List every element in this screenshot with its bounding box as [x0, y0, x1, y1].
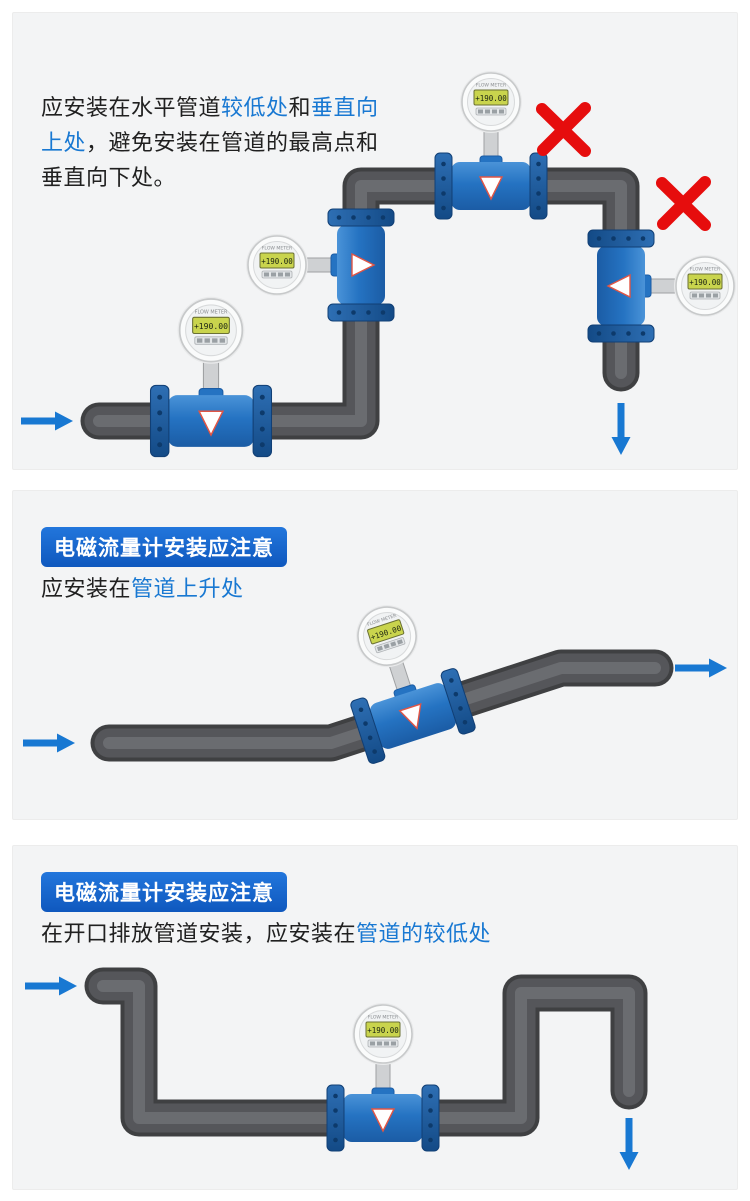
- notice-badge: 电磁流量计安装应注意: [41, 527, 287, 567]
- panel-horizontal-install-guide: FLOW METER +190.00: [12, 12, 738, 470]
- low-point-note: 在开口排放管道安装，应安装在管道的较低处: [41, 916, 491, 948]
- diagram-low-point-pipe: [13, 967, 648, 1190]
- note-highlight-vertical-up: 垂直向上处: [41, 96, 379, 156]
- panel-open-discharge-guide: 电磁流量计安装应注意 在开口排放管道安装，应安装在管道的较低处: [12, 845, 738, 1190]
- flow-in-arrow: [23, 734, 75, 753]
- flow-out-arrow: [675, 659, 727, 678]
- flowmeter-wrong-vertical-drop: [587, 229, 737, 343]
- diagram-rising-pipe: [13, 491, 738, 820]
- note-highlight-low-point: 管道的较低处: [356, 922, 492, 947]
- pipe-run: [84, 967, 648, 1137]
- rising-pipe-note: 应安装在管道上升处: [41, 571, 244, 603]
- flowmeter-correct-horizontal-low: [151, 297, 272, 457]
- note-highlight-rising-section: 管道上升处: [131, 577, 244, 602]
- x-mark-drop: [662, 182, 705, 225]
- note-part: 应安装在: [41, 577, 132, 602]
- panel-rising-pipe-guide: 电磁流量计安装应注意 应安装在管道上升处: [12, 490, 738, 820]
- flow-out-down-arrow: [620, 1118, 639, 1170]
- flow-out-down-arrow: [612, 403, 631, 455]
- notice-badge: 电磁流量计安装应注意: [41, 872, 287, 912]
- flowmeter-correct-vertical-riser: [245, 208, 395, 322]
- note-part: 和: [288, 96, 312, 121]
- flowmeter-wrong-top-point: [435, 71, 547, 219]
- flowmeter-at-low-point: [327, 1003, 439, 1151]
- note-part: 应安装在水平管道: [41, 96, 222, 121]
- note-highlight-lower-point: 较低处: [221, 96, 289, 121]
- note-part: ，避免安装在管道的最高点和垂直向下处。: [41, 131, 379, 191]
- install-note-text: 应安装在水平管道较低处和垂直向上处，避免安装在管道的最高点和垂直向下处。: [41, 91, 383, 196]
- diagram-horizontal-pipe: FLOW METER +190.00: [13, 13, 737, 470]
- flow-in-arrow: [25, 977, 77, 996]
- flow-in-arrow: [21, 412, 73, 431]
- note-part: 在开口排放管道安装，应安装在: [41, 922, 357, 947]
- x-mark-top: [542, 108, 585, 151]
